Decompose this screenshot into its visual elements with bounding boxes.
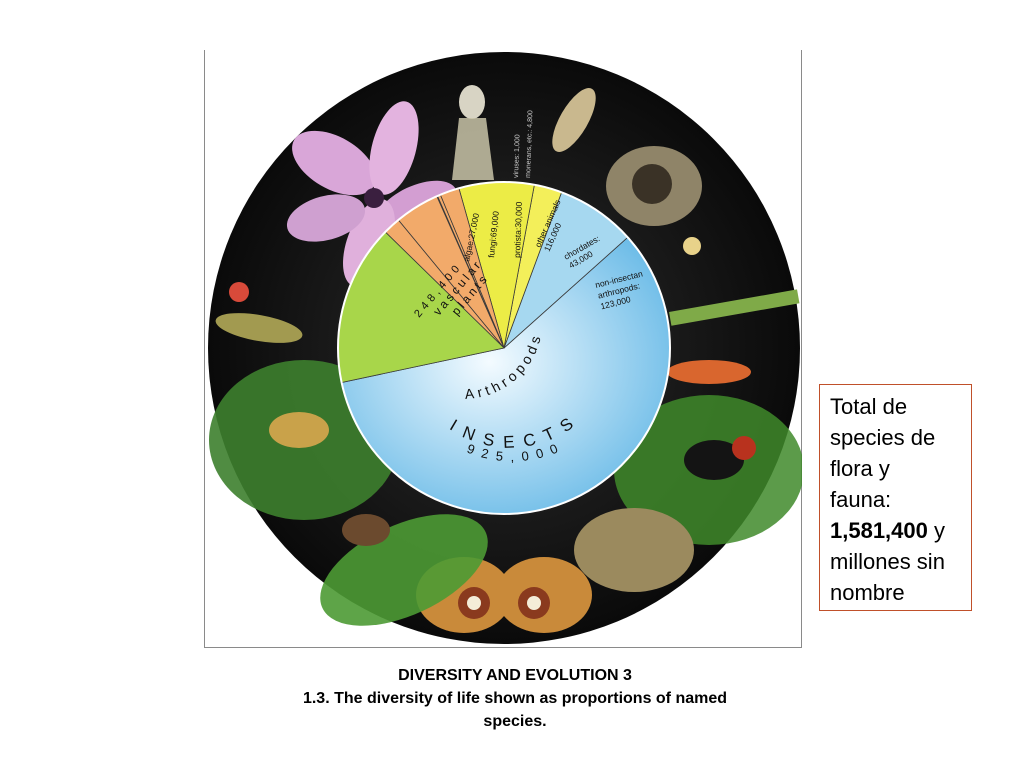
- pie-rim: [337, 181, 671, 515]
- callout-line-4: fauna:: [830, 487, 892, 512]
- callout-line-7: nombre: [830, 580, 905, 605]
- caption-line-2: 1.3. The diversity of life shown as prop…: [302, 690, 728, 707]
- callout-total: 1,581,400: [830, 518, 928, 543]
- fungi-label: fungi:69,000: [486, 210, 501, 258]
- callout-after-total: y: [927, 518, 945, 543]
- callout-line-5: 1,581,400 y: [830, 515, 971, 546]
- callout-line-1: Total de: [830, 394, 908, 419]
- pie-group: [337, 181, 671, 515]
- diversity-pie-chart: Arthropods INSECTS 925,000 248,400 vascu…: [208, 52, 802, 644]
- callout-line-2: species de: [830, 425, 936, 450]
- total-species-callout: Total de species de flora y fauna: 1,581…: [819, 384, 972, 611]
- caption-line-3: species.: [483, 713, 547, 730]
- protista-label: protista:30,000: [512, 201, 524, 258]
- photo-decorations: [209, 85, 802, 633]
- figure-caption: DIVERSITY AND EVOLUTION 3 1.3. The diver…: [250, 664, 780, 733]
- viruses-label: viruses: 1,000: [513, 134, 522, 178]
- callout-line-6: millones sin: [830, 549, 945, 574]
- monerans-label: monerans, etc.: 4,800: [525, 110, 534, 178]
- caption-title: DIVERSITY AND EVOLUTION 3: [398, 667, 632, 684]
- callout-line-3: flora y: [830, 456, 890, 481]
